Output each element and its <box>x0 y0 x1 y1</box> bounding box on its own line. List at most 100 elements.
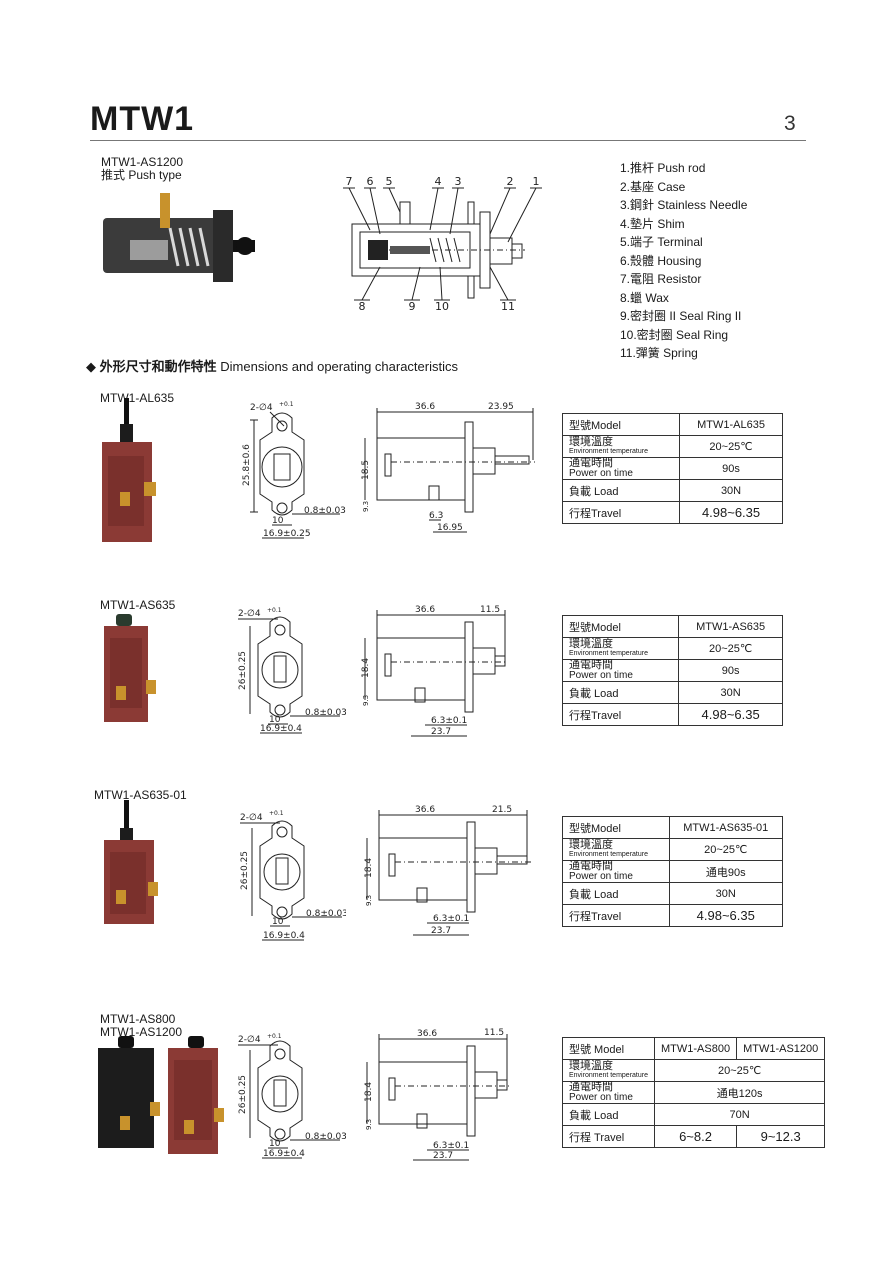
dim-thk: 0.8±0.03 <box>304 506 346 516</box>
dim-height: 25.8±0.6 <box>242 444 252 486</box>
travel-a-cell: 6~8.2 <box>653 1125 738 1148</box>
dim-hole-tol: +0.1 <box>279 401 294 408</box>
dim-w169: 16.9±0.4 <box>263 931 305 941</box>
legend-item: 4.墊片 Shim <box>620 216 685 231</box>
load-label-cell: 負載 Load <box>562 1103 655 1126</box>
legend-item: 8.蠟 Wax <box>620 290 669 305</box>
dim-dia: 18.5 <box>361 460 371 480</box>
product-photo-al635 <box>102 398 156 542</box>
dim-hole: 2-∅4 <box>238 609 261 619</box>
dim-hole-tol: +0.1 <box>267 1033 282 1040</box>
callout-9: 9 <box>409 300 416 313</box>
product-label: MTW1-AS800 <box>100 1012 176 1026</box>
env-value-cell: 20~25℃ <box>668 838 784 861</box>
dim-length: 36.6 <box>415 605 435 615</box>
power-value-cell: 通电90s <box>668 860 784 883</box>
dim-length: 36.6 <box>415 805 435 815</box>
dim-stroke: 23.95 <box>488 402 514 412</box>
dim-w10: 10 <box>272 917 284 927</box>
dim-w169: 16.9±0.4 <box>260 724 302 734</box>
dim-t63: 6.3±0.1 <box>433 914 469 924</box>
power-value-cell: 90s <box>679 457 783 480</box>
legend-item: 5.端子 Terminal <box>620 235 703 249</box>
product-label: MTW1-AS635 <box>100 598 176 612</box>
dim-dia: 18.4 <box>364 858 374 878</box>
dim-w169: 16.9±0.25 <box>263 529 311 539</box>
load-label-cell: 負載 Load <box>561 479 681 502</box>
model-value-cell: MTW1-AL635 <box>679 413 783 436</box>
product-label-2: MTW1-AS1200 <box>100 1025 183 1039</box>
legend-item: 11.彈簧 Spring <box>620 346 698 360</box>
title-rule <box>90 140 806 141</box>
side-view-drawing-as635: 36.6 11.5 18.4 9.3 6.3±0.1 23.7 <box>361 605 507 737</box>
dim-stroke: 11.5 <box>480 605 500 615</box>
dim-t63: 6.3±0.1 <box>433 1141 469 1151</box>
intro-model: MTW1-AS1200 <box>101 155 184 169</box>
env-value-cell: 20~25℃ <box>678 637 783 660</box>
load-label-cell: 負載 Load <box>561 681 680 704</box>
callout-3: 3 <box>455 175 462 188</box>
model-label-cell: 型號Model <box>561 413 681 436</box>
dim-hole: 2-∅4 <box>240 813 263 823</box>
side-view-drawing-as635-01: 36.6 21.5 18.4 9.3 6.3±0.1 23.7 <box>364 805 531 936</box>
dim-hole-tol: +0.1 <box>269 810 284 817</box>
model-label-cell: 型號 Model <box>562 1037 655 1060</box>
legend-item: 9.密封圈 II Seal Ring II <box>620 309 742 323</box>
dim-side: 9.3 <box>365 1119 373 1130</box>
dim-side: 9.3 <box>362 695 370 706</box>
load-value-cell: 70N <box>653 1103 826 1126</box>
dim-hole: 2-∅4 <box>250 403 273 413</box>
travel-b-cell: 9~12.3 <box>736 1125 826 1148</box>
legend-item: 7.電阻 Resistor <box>620 272 702 286</box>
travel-label-cell: 行程 Travel <box>562 1125 655 1148</box>
dim-dia: 18.4 <box>364 1082 374 1102</box>
page-title: MTW1 <box>90 100 195 138</box>
legend-item: 6.殼體 Housing <box>620 253 702 268</box>
dim-t63: 6.3 <box>429 511 443 521</box>
front-view-drawing-as635-01: 2-∅4 +0.1 26±0.25 10 16.9±0.4 0.8±0.03 <box>240 810 346 941</box>
dim-w10: 10 <box>269 715 281 725</box>
load-label-cell: 負載 Load <box>562 882 670 905</box>
dim-height: 26±0.25 <box>238 651 248 690</box>
dim-w169: 16.9±0.4 <box>263 1149 305 1159</box>
env-value-cell: 20~25℃ <box>653 1059 826 1082</box>
dim-thk: 0.8±0.03 <box>305 1132 346 1142</box>
dim-length: 36.6 <box>415 402 435 412</box>
power-value-cell: 通电120s <box>653 1081 826 1104</box>
legend-item: 3.鋼針 Stainless Needle <box>620 198 748 212</box>
dim-thk: 0.8±0.03 <box>306 909 346 919</box>
travel-label-cell: 行程Travel <box>562 904 670 927</box>
side-view-drawing-as800: 36.6 11.5 18.4 9.3 6.3±0.1 23.7 <box>364 1028 511 1161</box>
parts-legend: 1.推杆 Push rod 2.基座 Case 3.鋼針 Stainless N… <box>620 159 747 363</box>
legend-item: 10.密封圈 Seal Ring <box>620 327 729 342</box>
model-label-cell: 型號Model <box>562 816 670 839</box>
dim-stroke: 11.5 <box>484 1028 504 1038</box>
callout-10: 10 <box>435 300 449 313</box>
dim-side: 9.3 <box>362 501 370 512</box>
callout-11: 11 <box>501 300 515 313</box>
travel-label-cell: 行程Travel <box>561 703 680 726</box>
load-value-cell: 30N <box>679 479 783 502</box>
dim-dia: 18.4 <box>361 658 371 678</box>
model-b-cell: MTW1-AS1200 <box>736 1037 826 1060</box>
dim-hole: 2-∅4 <box>238 1035 261 1045</box>
cross-section-diagram: 7 6 5 4 3 2 1 8 9 10 11 <box>343 175 542 313</box>
model-value-cell: MTW1-AS635 <box>678 615 783 638</box>
power-value-cell: 90s <box>678 659 783 682</box>
section-title-en: Dimensions and operating characteristics <box>220 359 458 374</box>
dim-t63: 6.3±0.1 <box>431 716 467 726</box>
section-title-cn: 外形尺寸和動作特性 <box>99 359 217 374</box>
dim-height: 26±0.25 <box>238 1075 248 1114</box>
callout-8: 8 <box>359 300 366 313</box>
callout-6: 6 <box>367 175 374 188</box>
